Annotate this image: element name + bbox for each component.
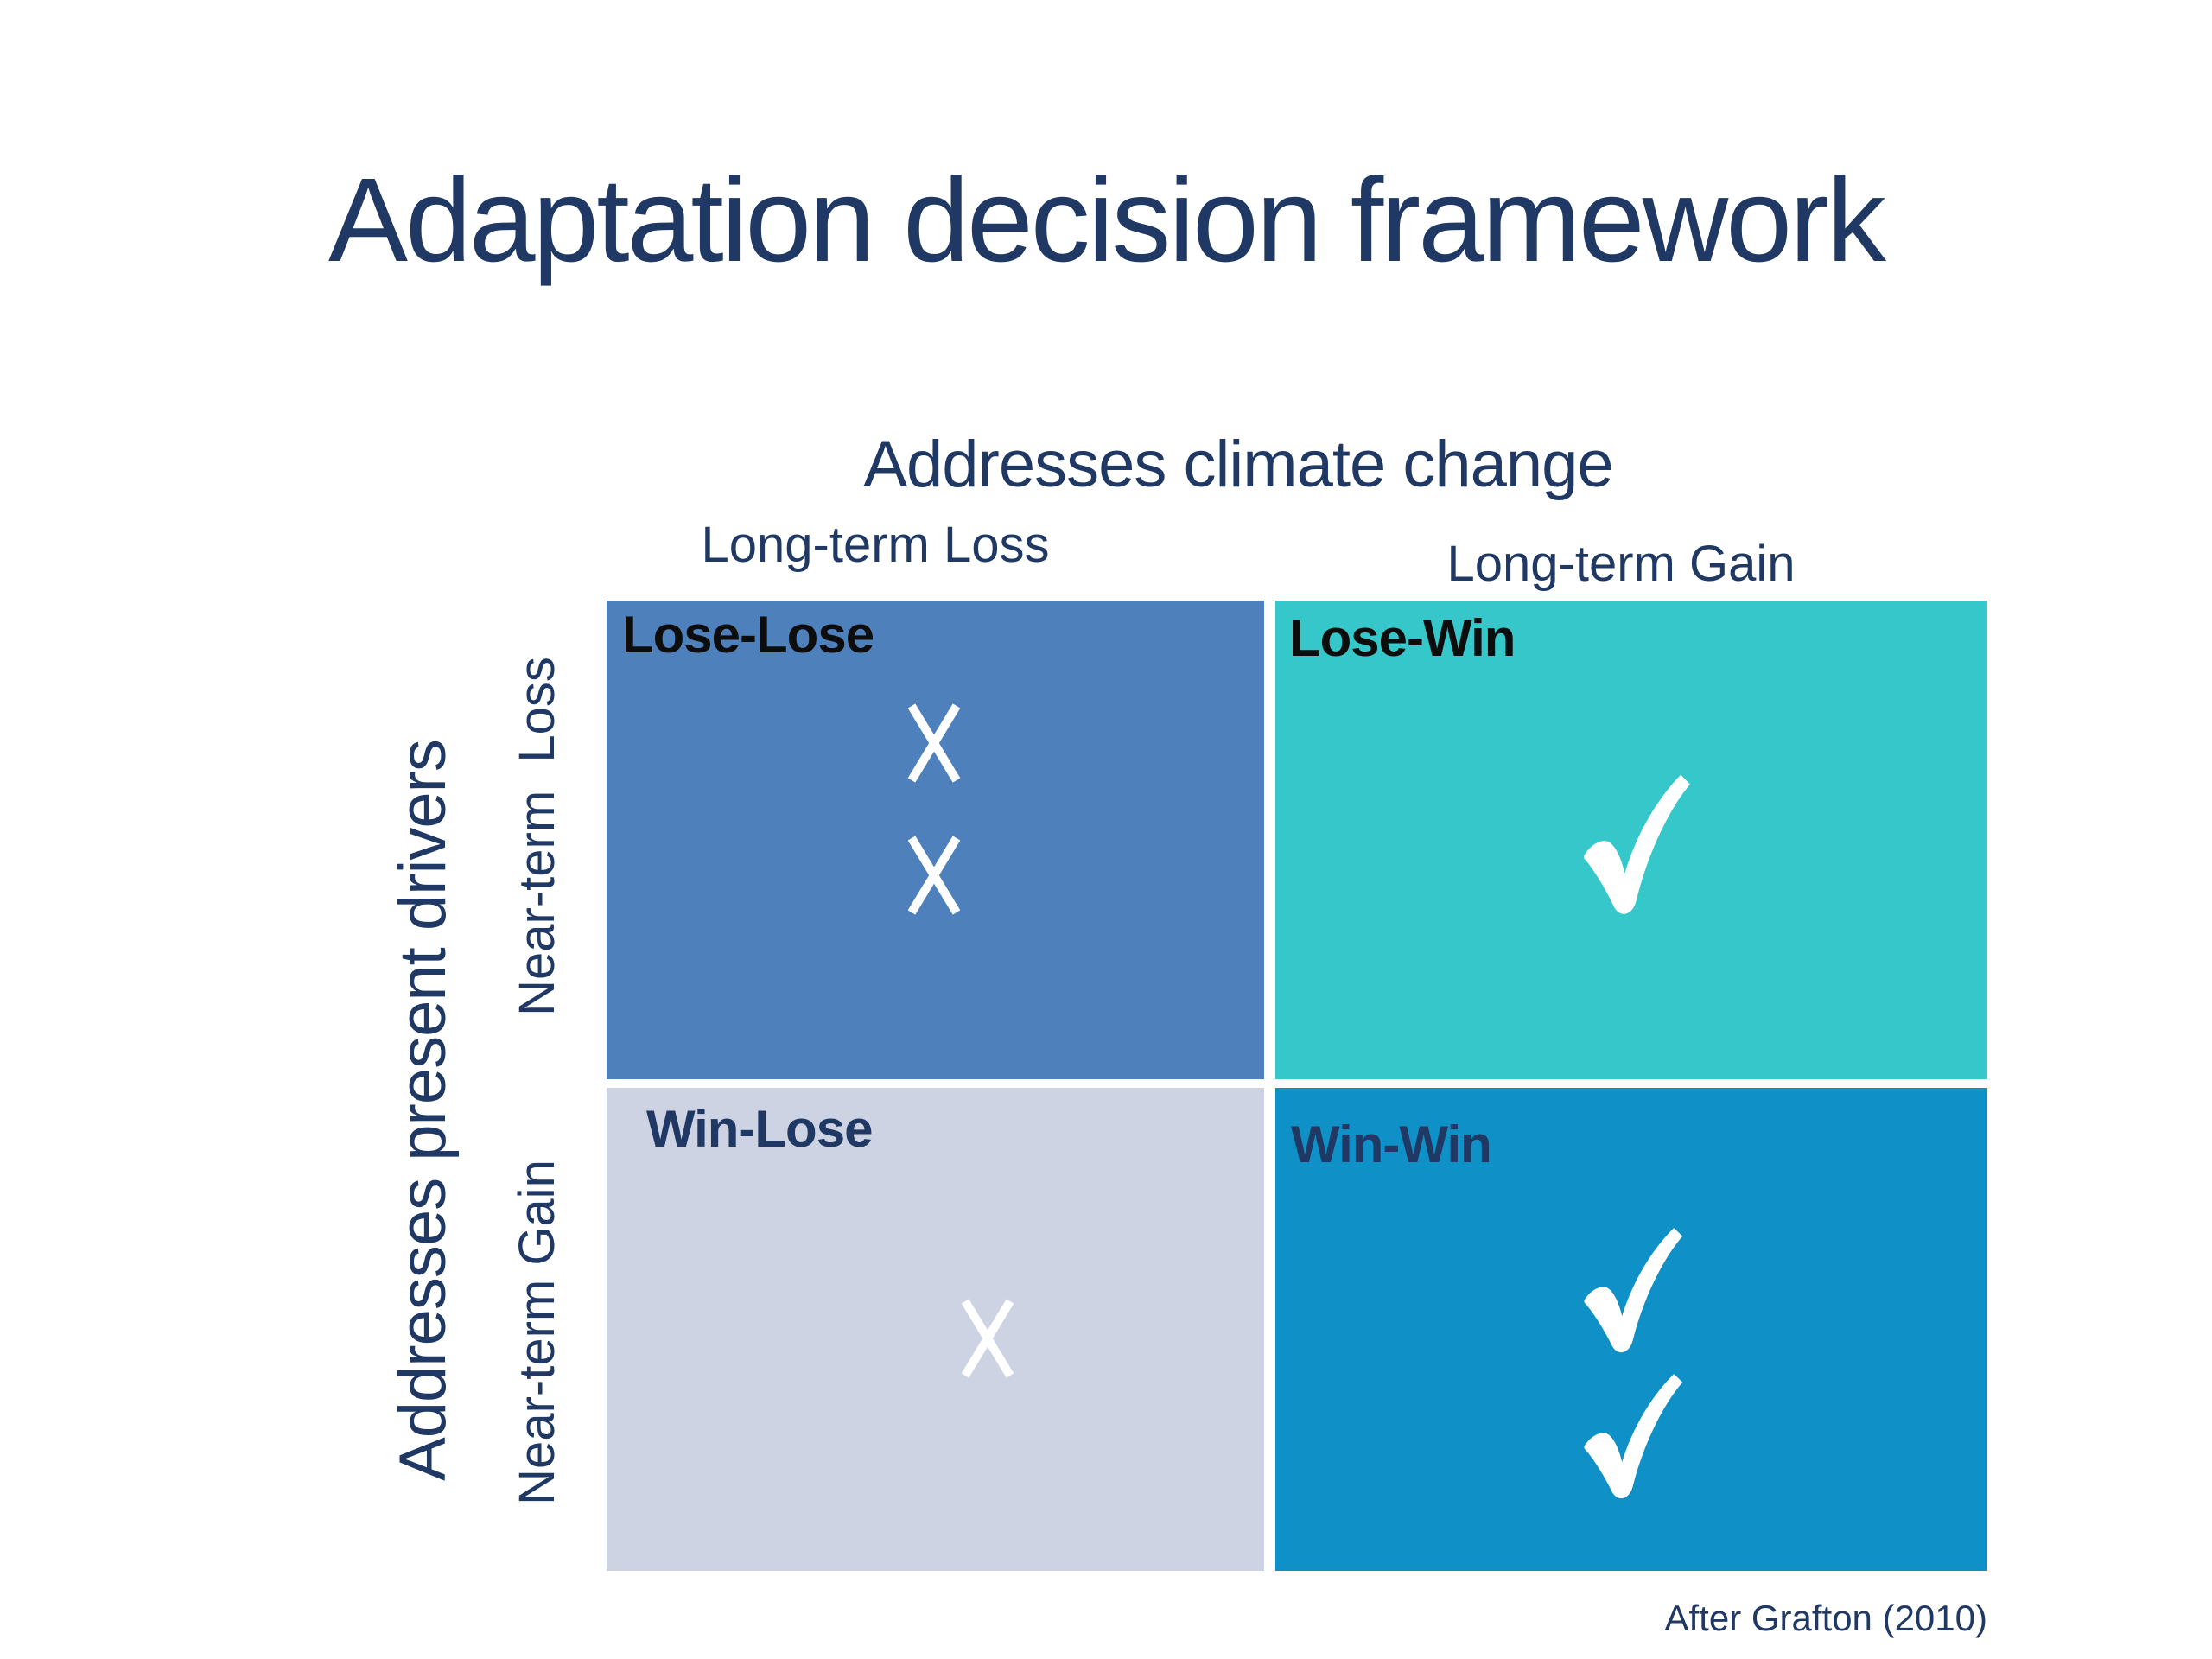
column-label-long-term-loss: Long-term Loss bbox=[701, 517, 1050, 573]
row-label-near-term-gain: Near-term Gain bbox=[509, 1160, 565, 1505]
quadrant-win-win: Win-Win bbox=[1275, 1088, 1987, 1571]
quadrant-win-win-label: Win-Win bbox=[1291, 1116, 1492, 1173]
quadrant-win-lose: Win-Lose bbox=[607, 1088, 1264, 1571]
quadrant-lose-lose: Lose-Lose bbox=[607, 601, 1264, 1079]
quadrant-lose-lose-label: Lose-Lose bbox=[622, 606, 874, 664]
row-label-near-term-loss: Near-term Loss bbox=[509, 657, 565, 1016]
check-mark-icon bbox=[1577, 769, 1694, 933]
quadrant-lose-win-label: Lose-Win bbox=[1289, 609, 1516, 667]
x-axis-title: Addresses climate change bbox=[863, 428, 1613, 501]
x-mark-icon bbox=[961, 1298, 1014, 1379]
y-axis-title: Addresses present drivers bbox=[386, 740, 460, 1481]
x-mark-icon bbox=[907, 835, 961, 916]
page-title: Adaptation decision framework bbox=[328, 154, 1886, 287]
column-label-long-term-gain: Long-term Gain bbox=[1446, 536, 1796, 592]
x-mark-icon bbox=[907, 702, 961, 784]
check-mark-icon bbox=[1578, 1369, 1686, 1516]
quadrant-win-lose-label: Win-Lose bbox=[646, 1100, 873, 1158]
quadrant-lose-win: Lose-Win bbox=[1275, 601, 1987, 1079]
attribution-text: After Grafton (2010) bbox=[1664, 1598, 1987, 1638]
check-mark-icon bbox=[1578, 1223, 1686, 1370]
